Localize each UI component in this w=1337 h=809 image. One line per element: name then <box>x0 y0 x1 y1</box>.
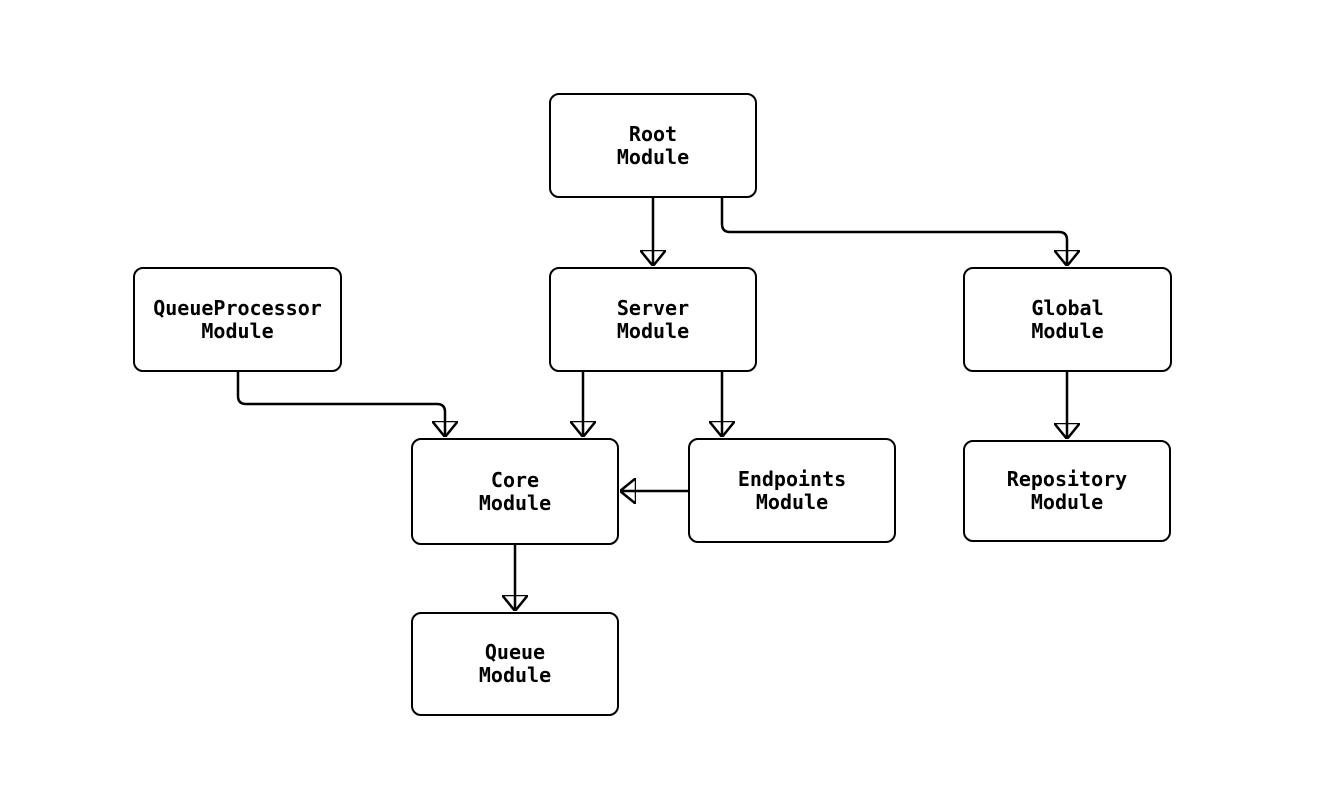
node-root-module: Root Module <box>549 93 757 198</box>
node-global-module-label: Global Module <box>1031 295 1104 343</box>
node-endpoints-module: Endpoints Module <box>688 438 896 543</box>
node-global-module: Global Module <box>963 267 1172 372</box>
node-core-module-label: Core Module <box>478 467 552 515</box>
node-endpoints-module-label: Endpoints Module <box>737 466 847 514</box>
node-repository-module-label: Repository Module <box>1006 467 1128 514</box>
node-queueprocessor-module-label: QueueProcessor Module <box>153 295 322 343</box>
node-server-module: Server Module <box>549 267 757 372</box>
edge-root-to-global-arrow <box>720 198 1067 266</box>
node-queue-module: Queue Module <box>411 612 619 716</box>
edge-queueprocessor-to-core-arrow <box>236 372 445 437</box>
node-core-module: Core Module <box>411 438 619 545</box>
node-root-module-label: Root Module <box>616 121 690 169</box>
node-queueprocessor-module: QueueProcessor Module <box>133 267 342 372</box>
node-repository-module: Repository Module <box>963 440 1171 542</box>
node-queue-module-label: Queue Module <box>478 640 552 687</box>
node-server-module-label: Server Module <box>616 295 690 343</box>
